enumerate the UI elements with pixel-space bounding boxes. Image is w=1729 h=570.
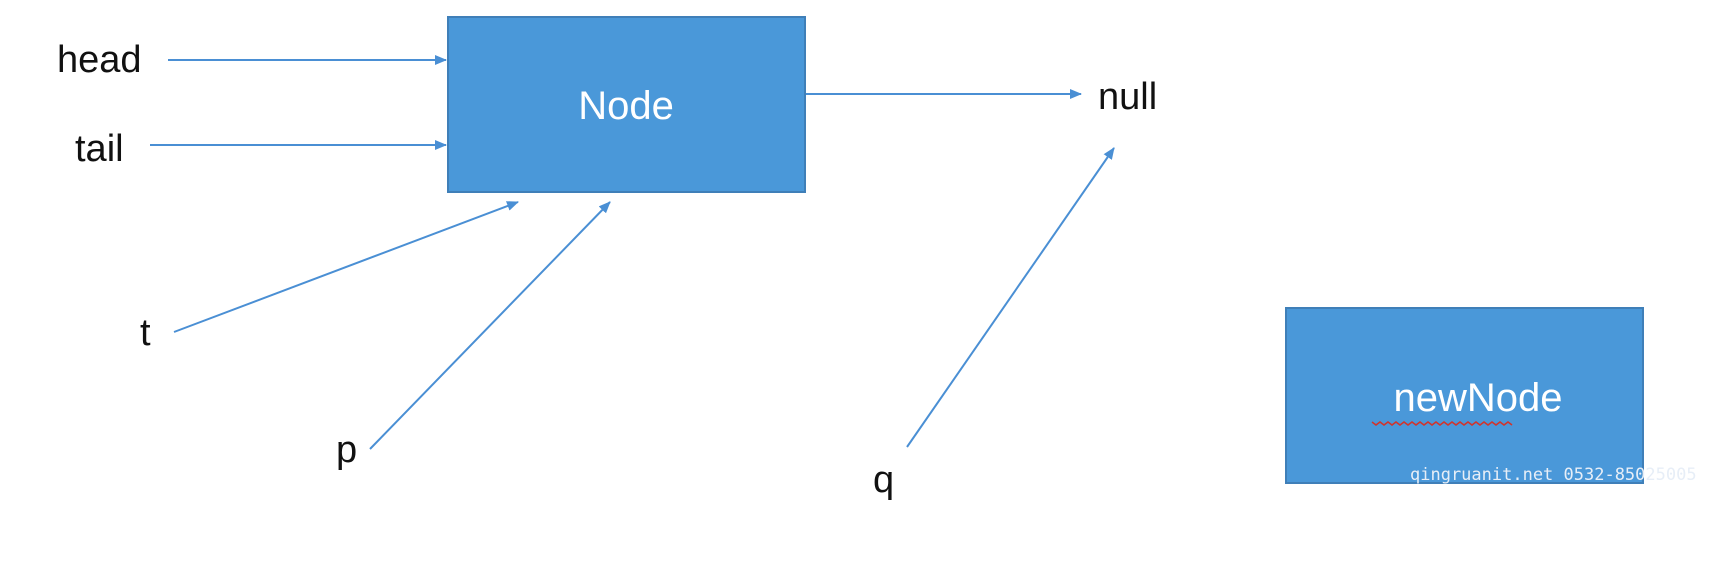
- q-arrow: [906, 147, 1115, 448]
- watermark: qingruanit.net 0532-85025005: [1410, 465, 1697, 485]
- node-box: Node: [447, 16, 806, 193]
- head-label: head: [57, 39, 142, 81]
- t-label: t: [140, 312, 151, 354]
- new-node-label: newNode: [1393, 376, 1562, 420]
- t-arrow: [173, 201, 519, 333]
- null-label: null: [1098, 76, 1157, 118]
- new-node-box: newNode: [1285, 307, 1644, 484]
- tail-label: tail: [75, 128, 124, 170]
- node-label: Node: [578, 84, 674, 128]
- p-arrow: [369, 201, 611, 450]
- spell-check-underline: [1371, 421, 1513, 426]
- p-label: p: [336, 429, 357, 471]
- q-label: q: [873, 459, 894, 501]
